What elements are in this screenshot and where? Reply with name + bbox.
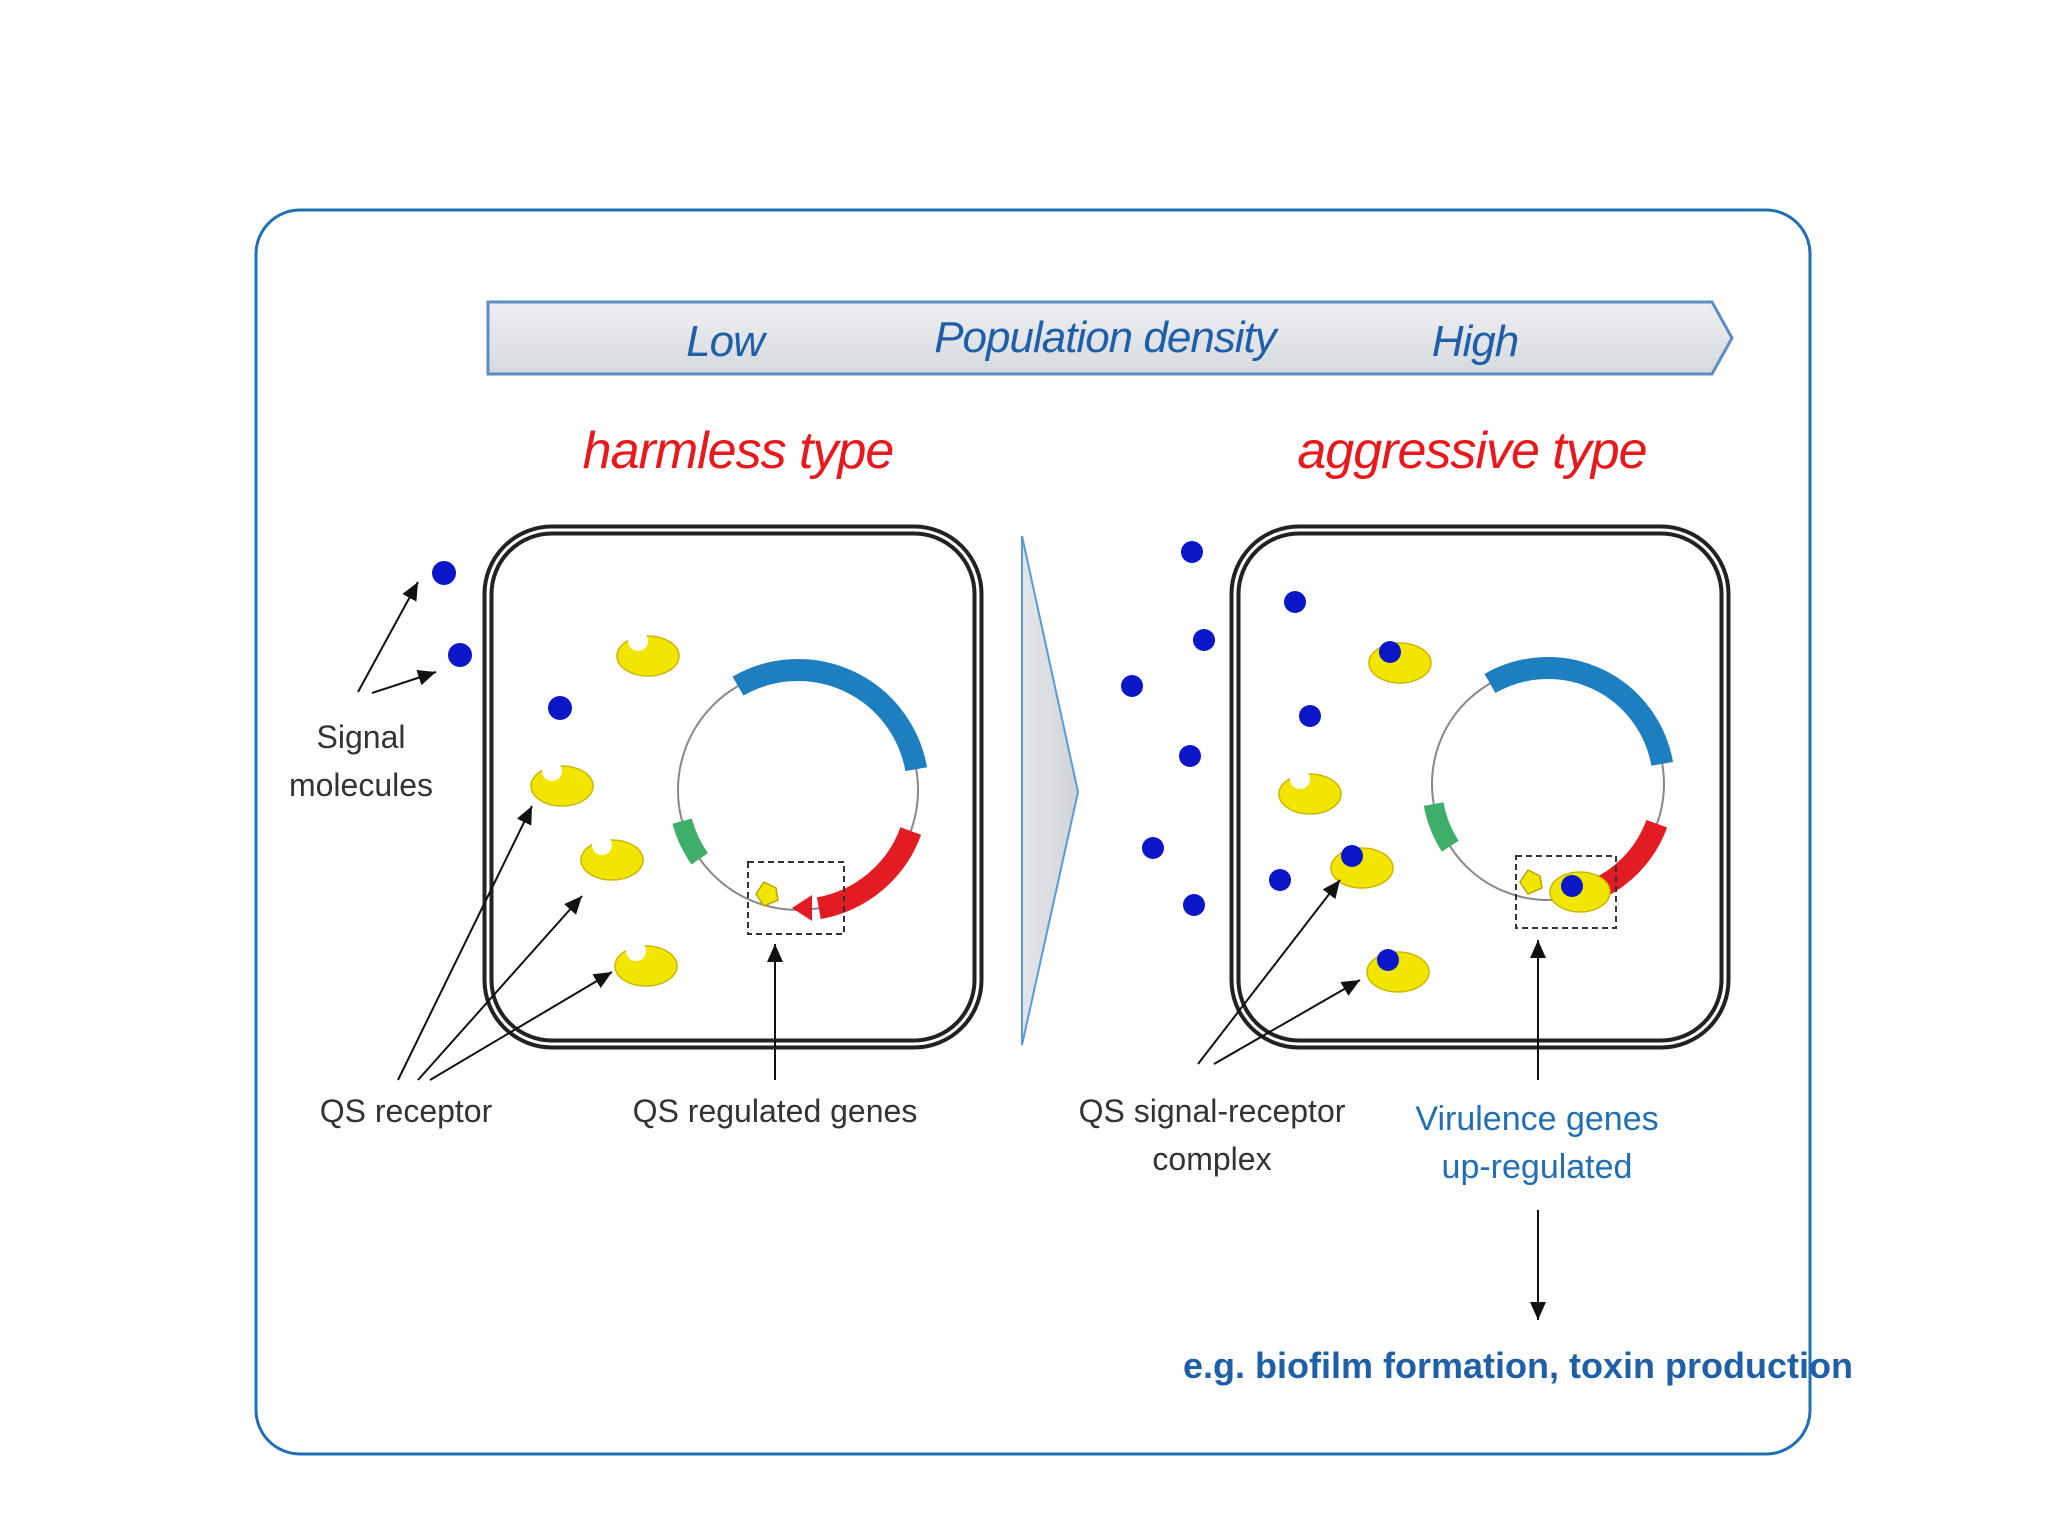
signal-molecule <box>1142 837 1164 859</box>
qs-receptor <box>530 761 594 807</box>
plasmid <box>672 659 928 921</box>
gene-segment-red <box>816 826 922 920</box>
signal-receptor-complex-label: complex <box>1152 1141 1271 1177</box>
virulence-genes-box <box>1515 855 1617 929</box>
qs-receptor-label: QS receptor <box>320 1093 493 1129</box>
signal-molecule <box>1269 869 1291 891</box>
signal-molecule <box>432 561 456 585</box>
signal-receptor-complex <box>1368 641 1432 684</box>
signal-molecule <box>448 643 472 667</box>
density-low-label: Low <box>686 317 768 366</box>
signal-molecules-label: Signal <box>317 719 406 755</box>
plasmid <box>1423 657 1674 913</box>
gene-segment-green <box>1423 802 1459 852</box>
transition-chevron <box>1021 535 1080 1046</box>
signal-receptor-complex-label: QS signal-receptor <box>1079 1093 1346 1129</box>
signal-molecule <box>1299 705 1321 727</box>
gene-segment-blue <box>1484 657 1674 767</box>
harmless-cell <box>482 524 984 1050</box>
population-density-arrow: Low Population density High <box>486 300 1734 376</box>
virulence-genes-label: Virulence genes <box>1415 1100 1658 1138</box>
signal-molecule <box>1284 591 1306 613</box>
qs-receptor <box>580 835 644 881</box>
density-title-label: Population density <box>934 313 1280 362</box>
aggressive-type-title: aggressive type <box>1297 422 1646 480</box>
density-high-label: High <box>1432 317 1519 366</box>
gene-segment-blue <box>732 659 928 772</box>
signal-molecule <box>1179 745 1201 767</box>
qs-receptor <box>614 941 678 987</box>
signal-molecules-label: molecules <box>289 767 433 803</box>
gene-segment-red <box>1598 819 1668 896</box>
signal-molecule <box>1121 675 1143 697</box>
qs-receptor <box>616 631 680 677</box>
qs-regulated-genes-label: QS regulated genes <box>633 1093 918 1129</box>
virulence-genes-label: up-regulated <box>1442 1148 1633 1186</box>
signal-molecule <box>1181 541 1203 563</box>
harmless-type-title: harmless type <box>583 422 894 480</box>
signal-molecule <box>1193 629 1215 651</box>
virulence-example-note: e.g. biofilm formation, toxin production <box>1183 1345 1853 1386</box>
signal-molecule <box>548 696 572 720</box>
qs-receptor <box>1278 769 1342 815</box>
gene-segment-green <box>672 818 709 865</box>
signal-molecule <box>1183 894 1205 916</box>
qs-regulated-genes-box <box>747 861 845 935</box>
signal-receptor-complex <box>1366 949 1430 993</box>
aggressive-cell <box>1229 524 1731 1050</box>
signal-receptor-complex <box>1330 845 1394 889</box>
